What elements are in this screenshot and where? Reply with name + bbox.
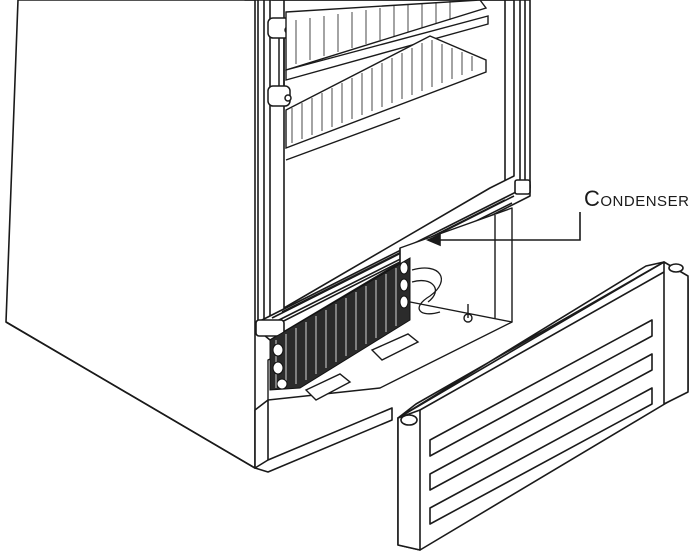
- cabinet-side-panel: [5, 0, 256, 469]
- floor-brackets: [304, 304, 473, 401]
- cabinet-base: [254, 399, 393, 473]
- wire-shelf-upper: [285, 0, 489, 81]
- condenser-coil: [269, 257, 411, 391]
- wire-shelf-lower: [285, 35, 487, 161]
- front-grille: [397, 261, 689, 551]
- refrigerant-tubing: [411, 267, 442, 315]
- callout-leader: [425, 212, 581, 247]
- condenser-label: Condenser: [584, 186, 690, 211]
